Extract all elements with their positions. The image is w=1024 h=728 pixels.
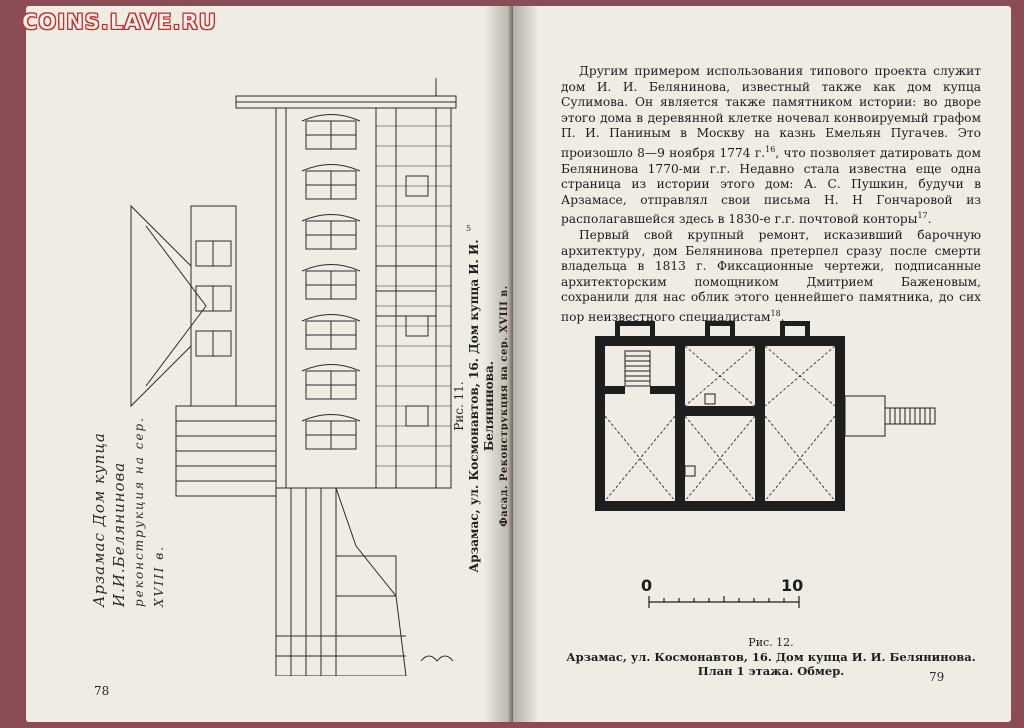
figure-12-caption: Рис. 12. Арзамас, ул. Космонавтов, 16. Д… xyxy=(553,636,989,678)
figure-11-number: Рис. 11. xyxy=(452,381,466,431)
page-number-right: 79 xyxy=(929,670,945,684)
handwritten-label: Арзамас Дом купца И.И.Белянинова реконст… xyxy=(89,377,166,607)
facade-drawing xyxy=(130,78,457,676)
figure-11-caption: Рис. 11. Арзамас, ул. Космонавтов, 16. Д… xyxy=(452,226,512,586)
left-page: Рис. 11. Арзамас, ул. Космонавтов, 16. Д… xyxy=(26,6,513,722)
scale-bar xyxy=(648,596,800,608)
right-page: Другим примером использования типового п… xyxy=(513,6,1011,722)
paragraph-1: Другим примером использования типового п… xyxy=(561,64,981,227)
page-number-left: 78 xyxy=(94,684,110,698)
figure-12-title: Арзамас, ул. Космонавтов, 16. Дом купца … xyxy=(566,650,976,664)
scale-end-label: 10 xyxy=(781,576,804,595)
handwritten-line-2: реконструкция на сер. XVIII в. xyxy=(132,415,166,607)
watermark-logo: COINS.LAVE.RU xyxy=(22,10,217,34)
scale-label: 5 xyxy=(466,224,472,233)
figure-12-subtitle: План 1 этажа. Обмер. xyxy=(697,664,845,678)
paragraph-2: Первый свой крупный ремонт, исказивший б… xyxy=(561,228,981,325)
floor-plan-drawing xyxy=(595,321,936,511)
body-text: Другим примером использования типового п… xyxy=(561,64,981,326)
figure-11-title: Арзамас, ул. Космонавтов, 16. Дом купца … xyxy=(467,239,496,573)
handwritten-line-1: Арзамас Дом купца И.И.Белянинова xyxy=(90,432,128,607)
scale-start-label: 0 xyxy=(641,576,653,595)
figure-12-number: Рис. 12. xyxy=(748,636,794,649)
